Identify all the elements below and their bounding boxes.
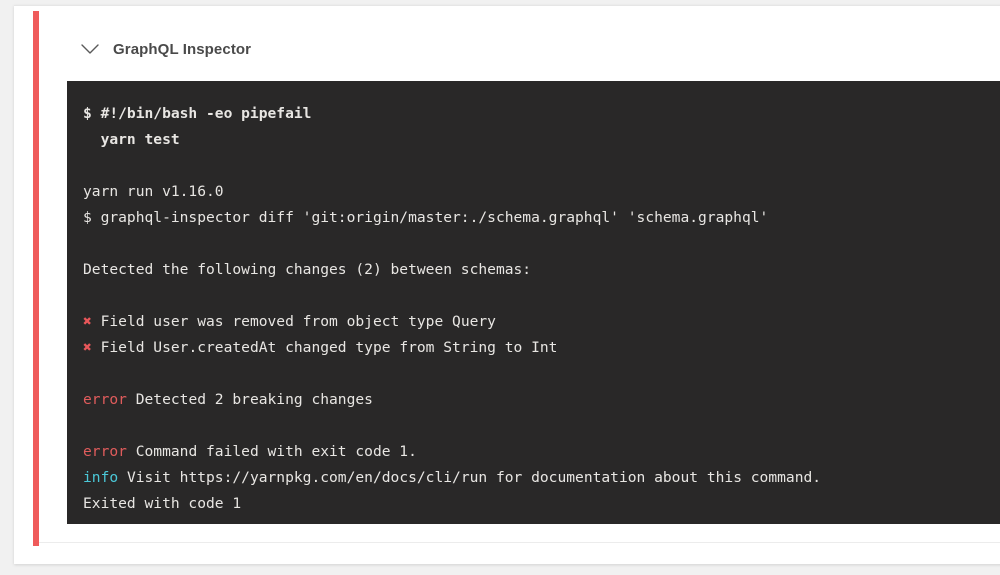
- build-step-card: GraphQL Inspector $ #!/bin/bash -eo pipe…: [14, 5, 1000, 564]
- terminal-line: yarn test: [83, 131, 180, 148]
- breaking-change-marker-icon: ✖: [83, 339, 92, 356]
- terminal-line-text: Visit https://yarnpkg.com/en/docs/cli/ru…: [118, 469, 822, 486]
- terminal-line: error Detected 2 breaking changes: [83, 387, 1000, 413]
- status-rail-failed: [33, 11, 39, 546]
- terminal-line-text: Field User.createdAt changed type from S…: [91, 339, 558, 356]
- terminal-line-text: Detected 2 breaking changes: [126, 391, 373, 408]
- terminal-line: [83, 361, 1000, 387]
- log-level-tag-error: error: [83, 443, 127, 460]
- breaking-change-marker-icon: ✖: [83, 313, 92, 330]
- terminal-line: yarn run v1.16.0: [83, 183, 224, 200]
- terminal-log-panel[interactable]: $ #!/bin/bash -eo pipefail yarn test yar…: [67, 81, 1000, 524]
- card-divider: [39, 542, 1000, 543]
- chevron-down-icon[interactable]: [77, 36, 103, 62]
- terminal-output: $ #!/bin/bash -eo pipefail yarn test yar…: [83, 101, 1000, 517]
- terminal-line: ✖ Field user was removed from object typ…: [83, 309, 1000, 335]
- terminal-line: Detected the following changes (2) betwe…: [83, 261, 532, 278]
- terminal-line-text: Field user was removed from object type …: [91, 313, 496, 330]
- terminal-line: Exited with code 1: [83, 495, 242, 512]
- terminal-line: [83, 283, 1000, 309]
- log-level-tag-error: error: [83, 391, 127, 408]
- terminal-line: [83, 153, 1000, 179]
- terminal-line: ✖ Field User.createdAt changed type from…: [83, 335, 1000, 361]
- terminal-line-text: Command failed with exit code 1.: [126, 443, 417, 460]
- terminal-line: [83, 413, 1000, 439]
- log-level-tag-info: info: [83, 469, 119, 486]
- terminal-line: $ graphql-inspector diff 'git:origin/mas…: [83, 209, 769, 226]
- terminal-line: $ #!/bin/bash -eo pipefail: [83, 105, 312, 122]
- terminal-line: [83, 231, 1000, 257]
- terminal-line: info Visit https://yarnpkg.com/en/docs/c…: [83, 465, 1000, 491]
- card-header[interactable]: GraphQL Inspector: [39, 12, 1000, 86]
- page-title: GraphQL Inspector: [113, 40, 252, 58]
- terminal-line: error Command failed with exit code 1.: [83, 439, 1000, 465]
